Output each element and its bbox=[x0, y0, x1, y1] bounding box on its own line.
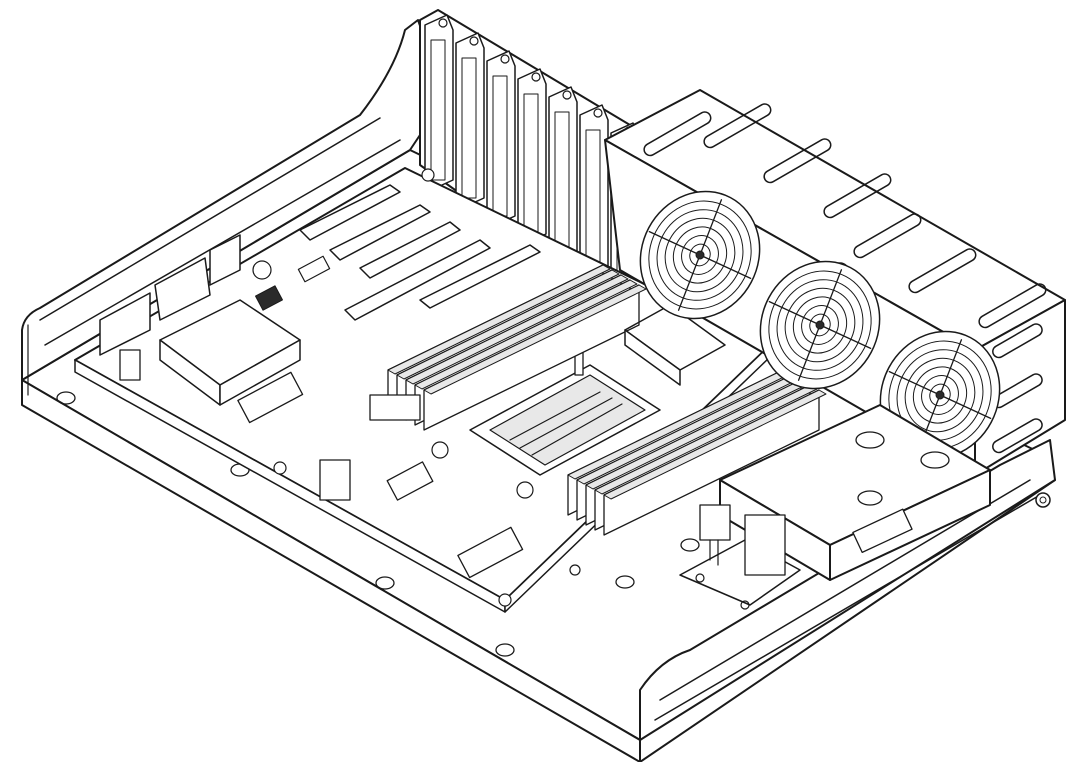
dimm-bank-right bbox=[567, 369, 827, 536]
vrm-heatsink bbox=[624, 304, 726, 386]
vent-slot bbox=[643, 111, 712, 157]
slot-cover bbox=[486, 50, 516, 227]
vent-slot bbox=[763, 138, 832, 184]
cooling-fan bbox=[639, 190, 761, 320]
dimm-module bbox=[423, 284, 647, 431]
vent-slot bbox=[703, 103, 772, 149]
slot-cover bbox=[548, 86, 578, 263]
pcie-slot-covers bbox=[419, 9, 640, 301]
onboard-components bbox=[237, 168, 581, 607]
slot-cover bbox=[455, 32, 485, 209]
slot-cover bbox=[579, 104, 609, 281]
cpu-socket bbox=[469, 344, 661, 476]
fan-cage bbox=[604, 89, 1066, 476]
slot-cover bbox=[424, 14, 454, 191]
cooling-fan bbox=[759, 260, 881, 390]
motherboard bbox=[74, 167, 827, 613]
vent-slot bbox=[823, 173, 892, 219]
power-supply bbox=[679, 404, 991, 610]
dimm-module bbox=[603, 389, 827, 536]
vent-slot bbox=[853, 213, 922, 259]
rear-io-connectors bbox=[99, 234, 241, 381]
chipset-heatsink bbox=[159, 299, 301, 406]
slot-cover bbox=[517, 68, 547, 245]
vent-slot bbox=[908, 248, 977, 294]
pcie-slots bbox=[299, 184, 541, 321]
vent-slot bbox=[978, 283, 1047, 329]
